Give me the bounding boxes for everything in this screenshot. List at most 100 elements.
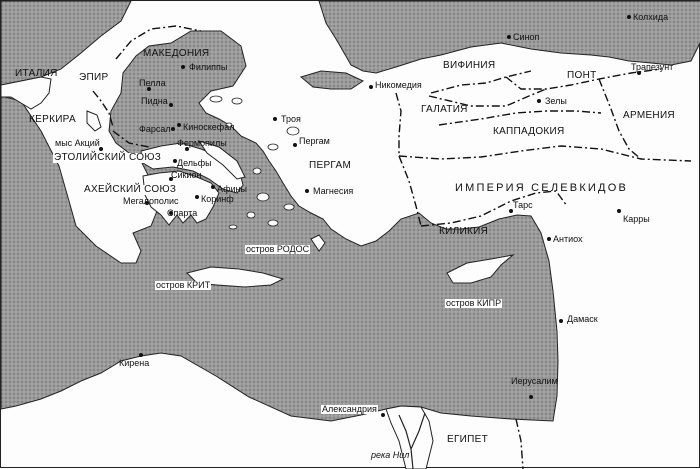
city-marker-actium [99,147,103,151]
aegean-islands [209,95,300,230]
region-epir: ЭПИР [79,72,109,83]
city-marker-pella [147,87,151,91]
city-pella: Пелла [139,78,166,88]
region-italia: ИТАЛИЯ [15,68,58,79]
region-cilicia: КИЛИКИЯ [439,226,489,237]
city-sinope: Синоп [513,32,540,42]
region-armenia: АРМЕНИЯ [623,110,675,121]
border-macedonia [115,25,202,60]
border-cappadocia [438,110,602,126]
city-marker-pharsalus [171,127,175,131]
city-marker-trapezunt [637,71,641,75]
city-troy: Троя [281,114,301,124]
city-marker-pydna [169,103,173,107]
region-pergam: ПЕРГАМ [309,160,352,171]
border-bithynia [430,70,532,94]
city-antioch: Антиох [553,234,583,244]
city-marker-antioch [547,237,551,241]
nile-river [398,412,426,469]
city-marker-thermopylae [185,147,189,151]
city-marker-cyrene [139,353,143,357]
kerkira-island [86,110,102,132]
italy-land [1,76,52,110]
city-pergamon: Пергам [299,136,330,146]
city-marker-zela [537,99,541,103]
border-egypt [515,418,524,469]
rhodes-island [310,234,326,252]
border-pergam [398,155,422,227]
city-sparta: Спарта [167,208,198,218]
border-aetolia [112,130,150,148]
city-marker-tarsus [509,209,513,213]
border-cilicia [420,190,568,227]
region-cappadocia: КАППАДОКИЯ [493,126,565,137]
city-cyrene: Кирена [119,358,150,368]
city-tarsus: Тарс [513,200,533,210]
city-marker-colchis [627,15,631,19]
island-rhodes: остров РОДОС [245,244,311,254]
border-galatia-east [428,88,547,107]
city-marker-sicyon [169,177,173,181]
city-marker-megalopolis [145,201,149,205]
city-colchis: Колхида [633,12,669,22]
region-achaean-league: АХЕЙСКИЙ СОЮЗ [83,184,178,195]
city-delphi: Дельфы [177,158,212,168]
cyprus-island [446,254,515,284]
border-pont [505,68,662,90]
border-galatia [395,92,402,156]
city-marker-alexandria [381,413,385,417]
city-pydna: Пидна [141,96,168,106]
city-athens: Афины [217,184,247,194]
border-epirus [92,90,114,128]
borders [92,25,692,469]
region-bithynia: ВИФИНИЯ [443,60,496,71]
city-zela: Зелы [545,96,567,106]
city-sicyon: Сикион [171,170,202,180]
city-pharsalus: Фарсал [139,124,171,134]
city-marker-pergamon [293,143,297,147]
region-seleucid-empire: ИМПЕРИЯ СЕЛЕВКИДОВ [455,182,628,194]
city-marker-cynoscephalae [177,123,181,127]
region-makedonia: МАКЕДОНИЯ [143,48,210,59]
sea-of-marmara [299,70,365,90]
city-marker-athens [211,185,215,189]
city-actium: мыс Акций [55,138,100,148]
city-marker-sinope [507,35,511,39]
region-egypt: ЕГИПЕТ [447,434,489,445]
region-galatia: ГАЛАТИЯ [421,104,468,115]
city-megalopolis: Мегалополис [123,196,179,206]
city-corinth: Коринф [201,194,234,204]
city-marker-corinth [195,195,199,199]
city-cynoscephalae: Киноскефал [183,122,235,132]
city-carrhae: Карры [623,214,650,224]
city-marker-delphi [173,159,177,163]
region-pont: ПОНТ [567,70,597,81]
city-marker-damascus [559,319,563,323]
region-aetolian-league: ЭТОЛИЙСКИЙ СОЮЗ [53,152,163,163]
city-marker-nicomedia [369,85,373,89]
city-philippi: Филиппы [189,62,228,72]
city-marker-jerusalem [529,395,533,399]
city-damascus: Дамаск [567,314,598,324]
region-kerkira: КЕРКИРА [29,114,76,125]
border-seleucid-north [398,145,692,162]
city-marker-troy [273,117,277,121]
city-marker-carrhae [617,209,621,213]
island-crete: остров КРИТ [155,280,212,290]
city-magnesia: Магнесия [313,186,354,196]
city-thermopylae: Фермопилы [177,138,227,148]
river-nile: река Нил [371,450,410,460]
city-marker-philippi [181,65,185,69]
city-marker-sparta [169,211,173,215]
central-greece [140,142,244,194]
island-cyprus: остров КИПР [445,298,503,308]
city-alexandria: Александрия [321,404,378,414]
peloponnese [142,170,220,226]
city-nicomedia: Никомедия [375,80,422,90]
euboea [197,140,246,180]
nile-delta [385,405,434,469]
city-jerusalem: Иерусалим [511,376,558,386]
city-marker-magnesia [305,189,309,193]
